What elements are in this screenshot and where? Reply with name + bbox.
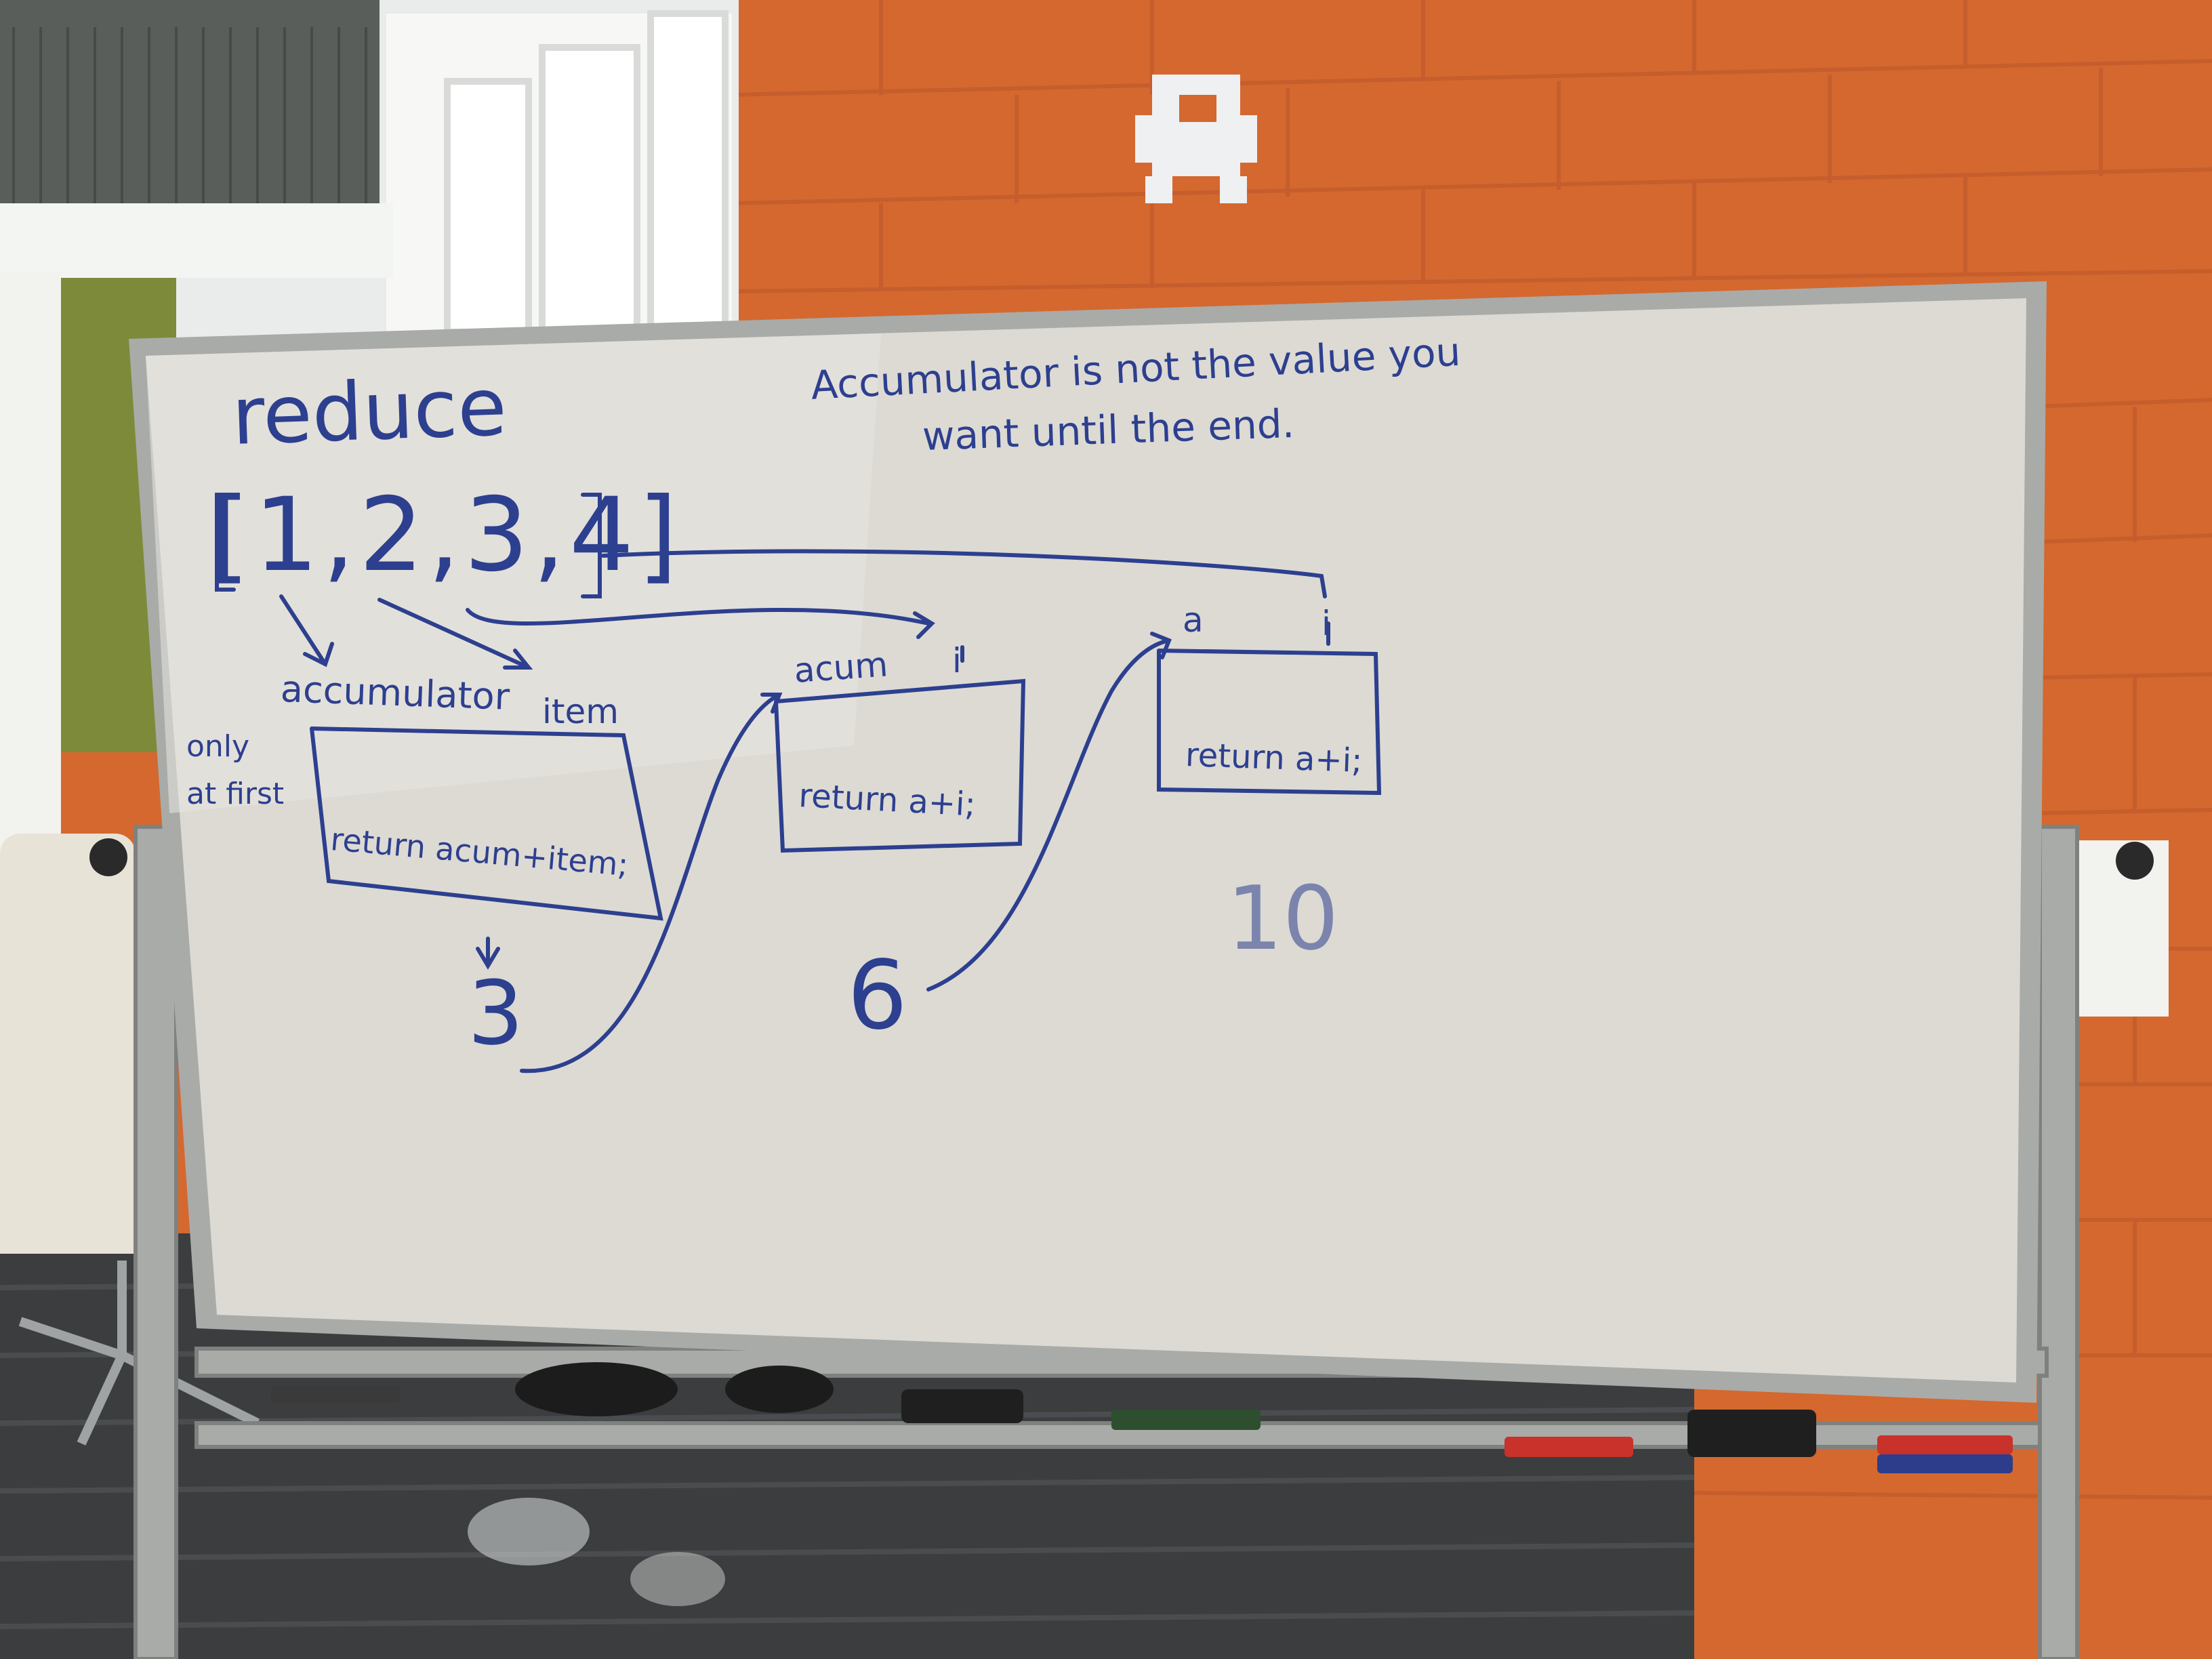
curve-3-to-acum	[520, 693, 783, 1073]
arrow-to-item	[377, 598, 533, 670]
box-2	[774, 678, 1026, 853]
array-literal: [1,2,3,4]	[210, 476, 682, 594]
box-3	[1157, 649, 1382, 796]
result-3: 10	[1227, 867, 1339, 970]
arrow-to-accumulator	[279, 594, 334, 668]
space-invader-sticker	[1135, 75, 1257, 203]
label-only: only	[186, 729, 250, 764]
label-at-first: at first	[186, 777, 285, 811]
label-accumulator: accumulator	[279, 668, 510, 718]
marker-tray-items	[271, 1362, 2013, 1473]
arrow-4-to-i	[601, 549, 1327, 598]
arrow-down-to-3	[476, 937, 500, 970]
label-item: item	[542, 692, 619, 731]
label-i-3: i	[1322, 604, 1331, 643]
label-i-2: i	[952, 641, 962, 680]
label-a: a	[1183, 600, 1204, 640]
box-1	[310, 726, 663, 921]
whiteboard-ink-drawings	[215, 493, 1382, 1073]
result-1: 3	[468, 962, 524, 1065]
box-2-code: return a+i;	[798, 777, 977, 824]
title-reduce: reduce	[230, 359, 508, 463]
note-line-2: want until the end.	[921, 400, 1296, 459]
label-acum: acum	[792, 644, 889, 691]
box-3-code: return a+i;	[1185, 736, 1364, 781]
result-2: 6	[847, 941, 908, 1051]
curve-6-to-a	[926, 632, 1172, 991]
arrow-3-to-i	[466, 608, 935, 639]
